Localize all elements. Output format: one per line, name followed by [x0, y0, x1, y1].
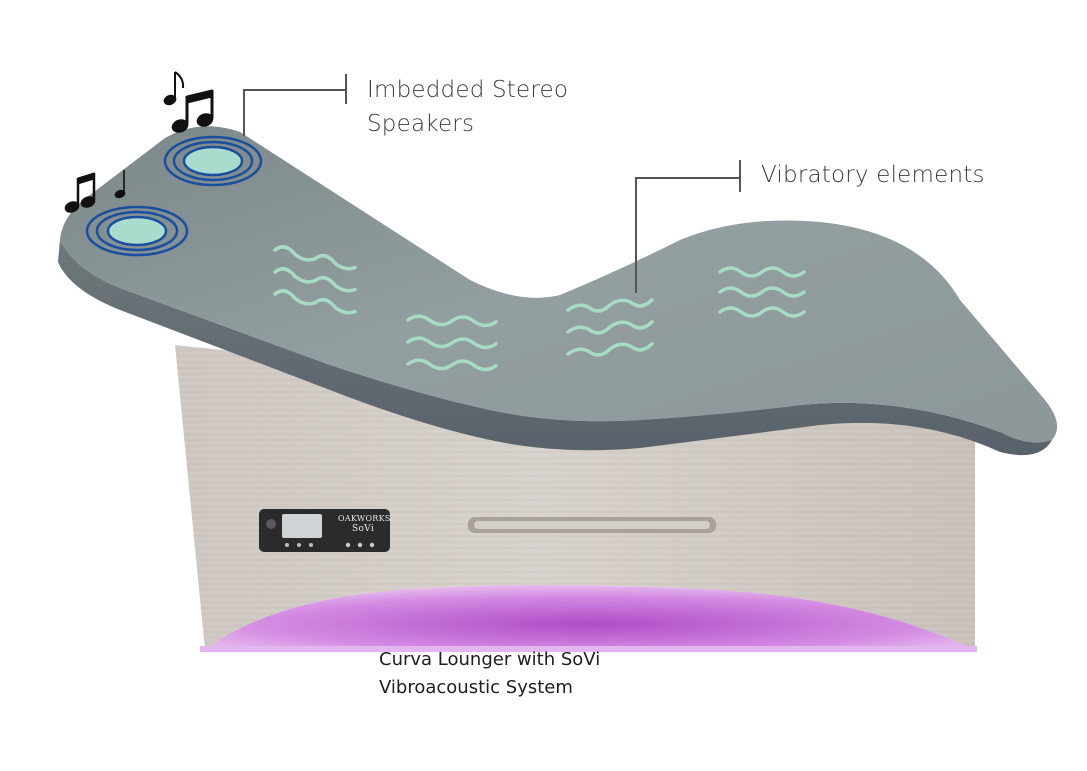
- speakers-callout-line: [243, 74, 347, 136]
- knob-icon: [266, 519, 276, 529]
- speaker-icon: [85, 205, 189, 257]
- caption-line2: Vibroacoustic System: [379, 677, 573, 698]
- vibration-wave: [718, 306, 806, 318]
- vibratory-callout-line: [635, 160, 741, 293]
- vibration-wave: [566, 320, 654, 335]
- speakers-callout: Imbedded Stereo Speakers: [367, 73, 568, 141]
- vibration-wave: [406, 358, 498, 372]
- caption-line1: Curva Lounger with SoVi: [379, 649, 601, 670]
- panel-display: [282, 514, 322, 538]
- vibration-wave: [273, 267, 357, 293]
- speaker-icon: [163, 135, 263, 187]
- vibration-wave: [406, 314, 498, 328]
- speakers-callout-line1: Imbedded Stereo: [367, 77, 569, 103]
- control-panel[interactable]: [259, 509, 390, 552]
- vibration-wave: [406, 336, 498, 350]
- vibration-wave: [273, 289, 357, 315]
- vibration-wave: [718, 266, 806, 278]
- vibratory-callout: Vibratory elements: [761, 158, 985, 192]
- caption: Curva Lounger with SoVi Vibroacoustic Sy…: [379, 646, 600, 702]
- panel-brand: OAKWORKS: [338, 514, 391, 523]
- vibration-wave: [273, 245, 357, 271]
- base-glow-light: [205, 585, 975, 650]
- vibration-wave: [566, 342, 654, 357]
- vibration-waves-icon: [273, 245, 806, 372]
- panel-model: SoVi: [352, 524, 375, 534]
- vibratory-callout-label: Vibratory elements: [761, 162, 985, 188]
- vibration-wave: [718, 286, 806, 298]
- cushion: [58, 126, 1058, 456]
- speakers-callout-line2: Speakers: [367, 111, 475, 137]
- vibration-wave: [566, 298, 654, 313]
- music-notes-icon: [64, 71, 214, 213]
